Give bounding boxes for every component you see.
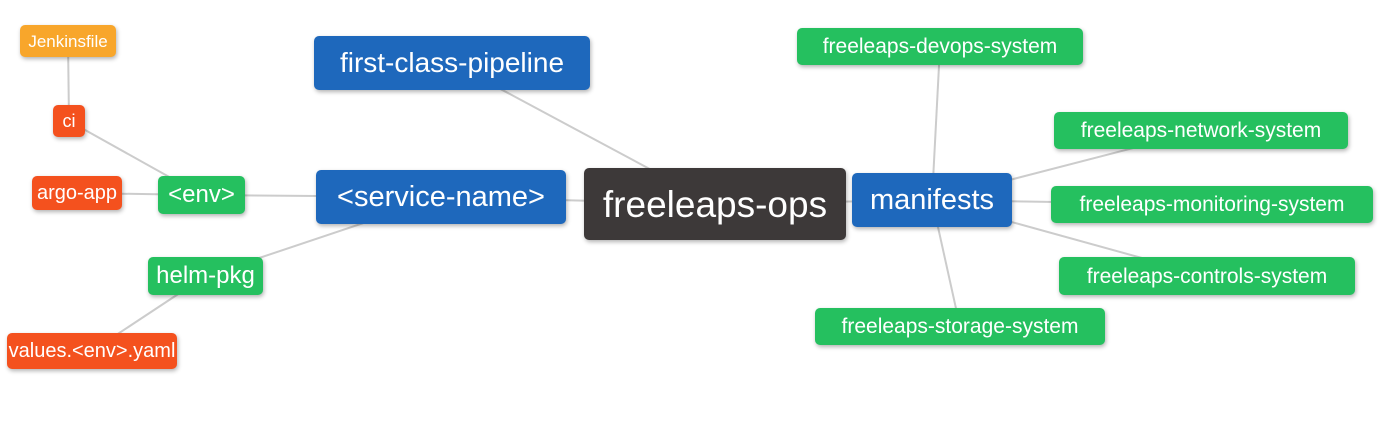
- node-label: freeleaps-network-system: [1080, 119, 1322, 142]
- node-jenkinsfile[interactable]: Jenkinsfile: [20, 25, 116, 57]
- node-label: manifests: [869, 183, 995, 216]
- node-first-class-pipeline[interactable]: first-class-pipeline: [314, 36, 590, 90]
- node-manifests[interactable]: manifests: [852, 173, 1012, 227]
- node-argo-app[interactable]: argo-app: [32, 176, 122, 210]
- node-freeleaps-network-system[interactable]: freeleaps-network-system: [1054, 112, 1348, 149]
- node-label: Jenkinsfile: [28, 31, 108, 51]
- node-label: freeleaps-ops: [602, 183, 828, 225]
- node-label: ci: [62, 111, 76, 131]
- node-freeleaps-devops-system[interactable]: freeleaps-devops-system: [797, 28, 1083, 65]
- node-service-name[interactable]: <service-name>: [316, 170, 566, 224]
- node-label: helm-pkg: [156, 262, 255, 289]
- node-label: argo-app: [36, 182, 118, 204]
- node-label: freeleaps-controls-system: [1086, 264, 1328, 288]
- node-freeleaps-controls-system[interactable]: freeleaps-controls-system: [1059, 257, 1355, 295]
- node-values-env-yaml[interactable]: values.<env>.yaml: [7, 333, 177, 369]
- node-label: values.<env>.yaml: [8, 340, 176, 362]
- node-ci[interactable]: ci: [53, 105, 85, 137]
- node-label: <env>: [168, 181, 235, 208]
- node-freeleaps-ops[interactable]: freeleaps-ops: [584, 168, 846, 240]
- node-label: freeleaps-devops-system: [822, 35, 1058, 58]
- node-label: freeleaps-storage-system: [841, 315, 1079, 338]
- node-label: freeleaps-monitoring-system: [1079, 193, 1345, 216]
- node-env[interactable]: <env>: [158, 176, 245, 214]
- node-freeleaps-storage-system[interactable]: freeleaps-storage-system: [815, 308, 1105, 345]
- node-label: <service-name>: [337, 180, 545, 213]
- node-freeleaps-monitoring-system[interactable]: freeleaps-monitoring-system: [1051, 186, 1373, 223]
- node-helm-pkg[interactable]: helm-pkg: [148, 257, 263, 295]
- node-label: first-class-pipeline: [339, 47, 565, 78]
